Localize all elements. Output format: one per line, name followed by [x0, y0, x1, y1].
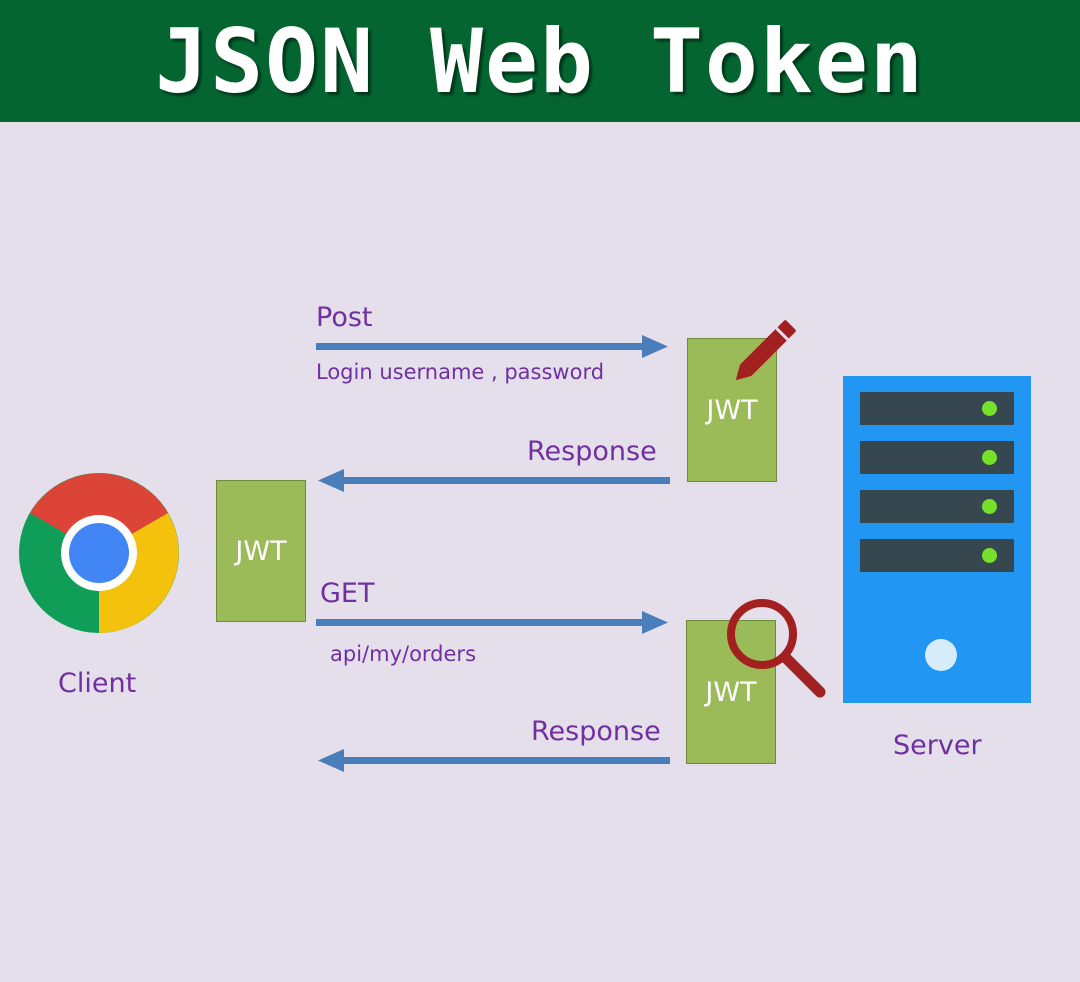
status-led-icon	[982, 499, 997, 514]
jwt-flow-diagram: Client JWT Post Login username , passwor…	[0, 122, 1080, 982]
server-icon	[843, 376, 1031, 703]
server-create-jwt-label: JWT	[706, 394, 758, 426]
client-label: Client	[58, 668, 137, 699]
post-arrow	[316, 335, 668, 358]
pencil-icon	[735, 320, 796, 381]
server-rack-2	[860, 441, 1014, 474]
title-banner: JSON Web Token	[0, 0, 1080, 122]
get-arrow	[316, 611, 668, 634]
post-label: Post	[316, 302, 373, 333]
server-verify-jwt-label: JWT	[705, 676, 757, 708]
status-led-icon	[982, 548, 997, 563]
status-led-icon	[982, 401, 997, 416]
client-jwt-label: JWT	[235, 535, 287, 567]
get-label: GET	[320, 578, 375, 609]
response1-label: Response	[527, 436, 657, 467]
server-rack-4	[860, 539, 1014, 572]
post-detail-label: Login username , password	[316, 360, 605, 384]
server-rack-1	[860, 392, 1014, 425]
server-label: Server	[893, 730, 982, 761]
server-verify-jwt-box: JWT	[686, 620, 776, 764]
magnifier-icon	[727, 599, 826, 698]
response1-arrow	[318, 469, 670, 492]
page-title: JSON Web Token	[155, 9, 925, 113]
power-button-icon	[925, 639, 957, 671]
get-detail-label: api/my/orders	[330, 642, 477, 666]
status-led-icon	[982, 450, 997, 465]
chrome-icon	[19, 473, 179, 633]
client-jwt-box: JWT	[216, 480, 306, 622]
response2-arrow	[318, 749, 670, 772]
server-rack-3	[860, 490, 1014, 523]
response2-label: Response	[531, 716, 661, 747]
